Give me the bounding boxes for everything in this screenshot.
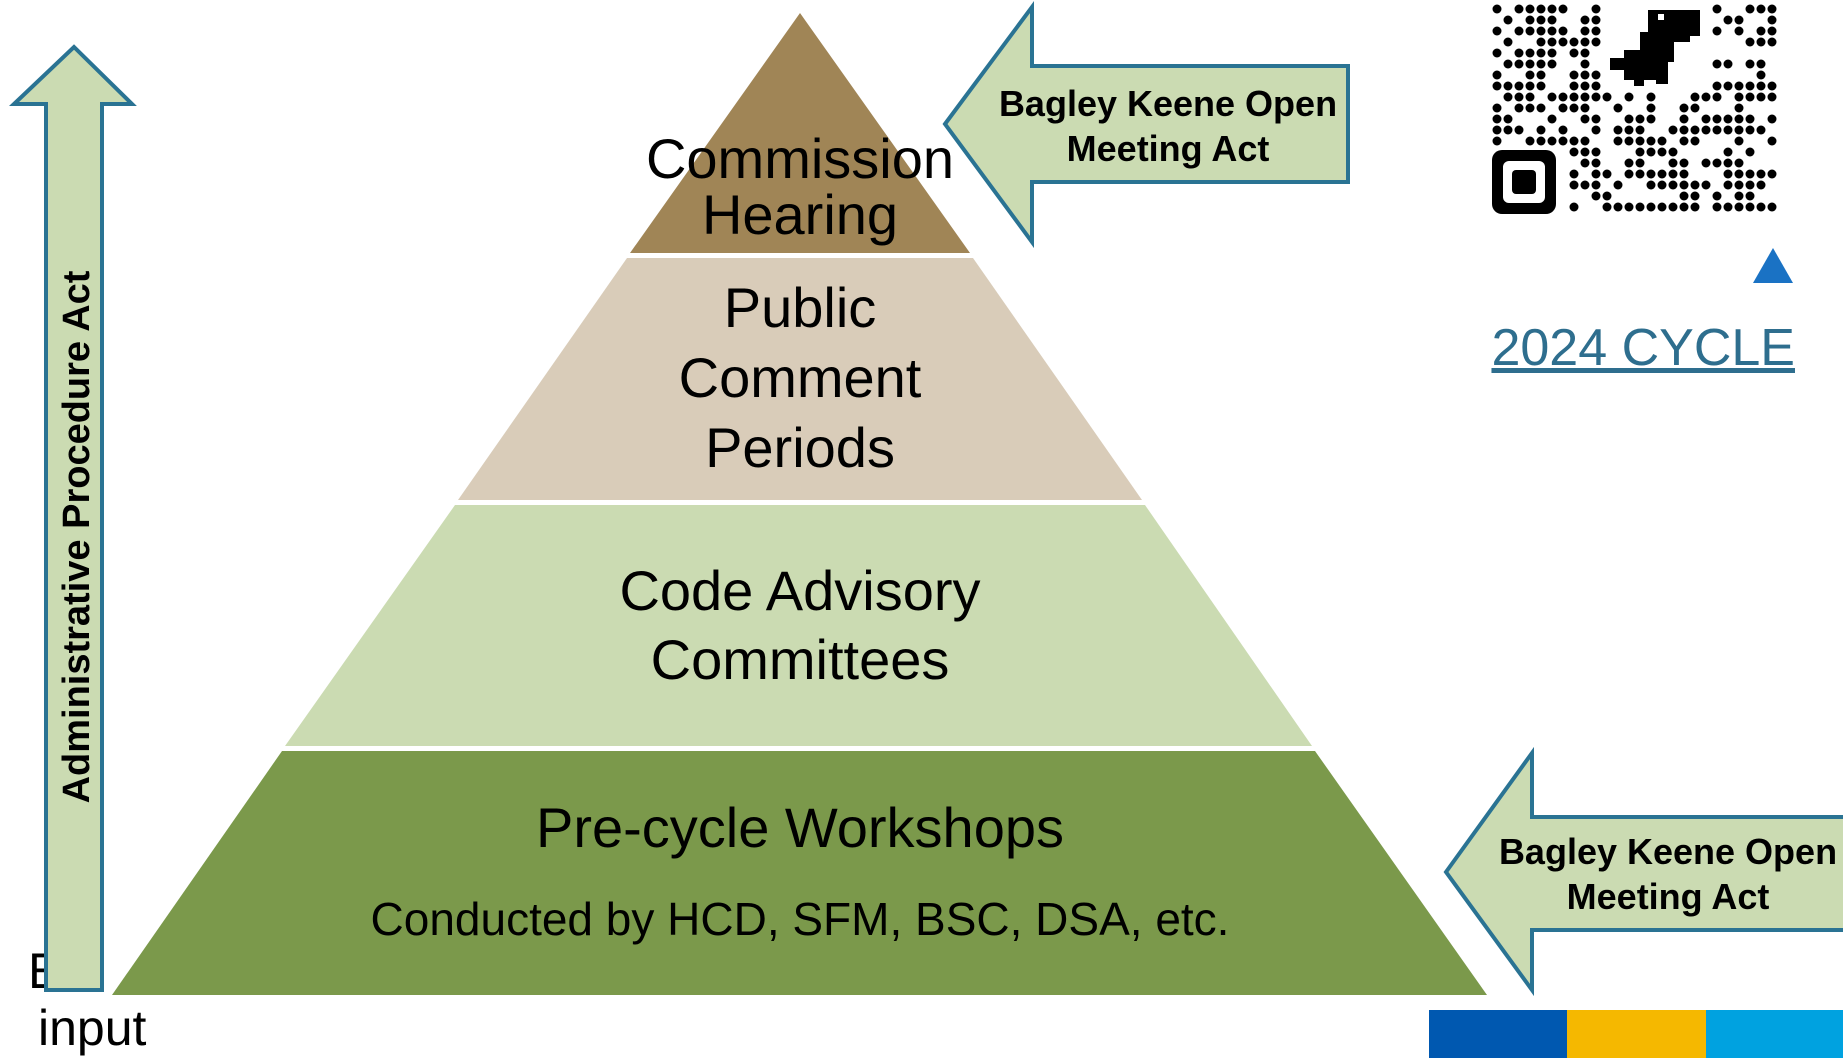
qr-code[interactable] <box>1492 4 1777 215</box>
color-bar-lightblue <box>1706 1010 1843 1058</box>
tier1-line1: Commission <box>646 127 954 190</box>
tier3-line1: Code Advisory <box>619 559 980 622</box>
tier2-line1: Public <box>724 276 877 339</box>
color-bar-blue <box>1429 1010 1567 1058</box>
triangle-up-icon[interactable] <box>1753 248 1793 283</box>
pyramid-tier-public-comment <box>458 258 1142 500</box>
bagley-keene-arrow-top <box>942 0 1350 249</box>
tier2-line3: Periods <box>705 416 895 479</box>
pyramid-tier-pre-cycle <box>112 751 1487 995</box>
bagley-keene-top-line1: Bagley Keene Open <box>999 83 1337 124</box>
bagley-keene-arrow-bottom <box>1443 746 1843 997</box>
tier3-line2: Committees <box>651 628 950 691</box>
administrative-procedure-arrow <box>8 44 137 992</box>
dinosaur-icon <box>1610 10 1700 86</box>
cycle-2024-link[interactable]: 2024 CYCLE <box>1491 319 1795 377</box>
tier1-line2: Hearing <box>702 183 898 246</box>
bagley-keene-top-line2: Meeting Act <box>1067 128 1270 169</box>
tier4-subtitle: Conducted by HCD, SFM, BSC, DSA, etc. <box>371 893 1230 945</box>
underlying-text-line2: input <box>38 1000 147 1056</box>
bagley-keene-bottom-line1: Bagley Keene Open <box>1499 831 1837 872</box>
pyramid-tier-code-advisory <box>285 505 1312 746</box>
administrative-procedure-label: Administrative Procedure Act <box>56 270 98 803</box>
tier2-line2: Comment <box>679 346 922 409</box>
tier4-title: Pre-cycle Workshops <box>536 796 1064 859</box>
bagley-keene-bottom-line2: Meeting Act <box>1567 876 1770 917</box>
pyramid-tier-commission-hearing <box>630 13 970 253</box>
color-bar-gold <box>1567 1010 1706 1058</box>
square-logo-icon <box>1492 150 1556 214</box>
qr-code-pattern <box>1492 4 1777 212</box>
